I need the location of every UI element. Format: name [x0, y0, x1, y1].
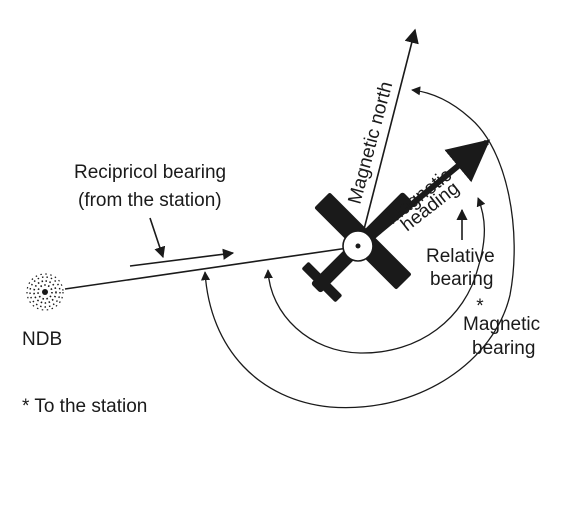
footnote-label: * To the station — [22, 396, 147, 417]
reciprocal-label-line1: Recipricol bearing — [74, 162, 226, 183]
ndb-label: NDB — [22, 329, 62, 350]
asterisk-marker: * — [476, 296, 484, 317]
relative-bearing-label-line1: Relative — [426, 246, 495, 267]
relative-bearing-arc — [263, 197, 486, 354]
relative-bearing-label-line2: bearing — [430, 269, 493, 290]
magnetic-bearing-label-line2: bearing — [472, 338, 535, 359]
reciprocal-pointer-arrow — [149, 217, 166, 259]
reciprocal-bearing-arrow — [129, 248, 235, 267]
magnetic-bearing-arc — [200, 86, 515, 409]
reciprocal-label-line2: (from the station) — [78, 190, 222, 211]
magnetic-bearing-label-line1: Magnetic — [463, 314, 540, 335]
ndb-station-icon — [26, 273, 64, 311]
magnetic-north-label: Magnetic north — [345, 79, 398, 206]
